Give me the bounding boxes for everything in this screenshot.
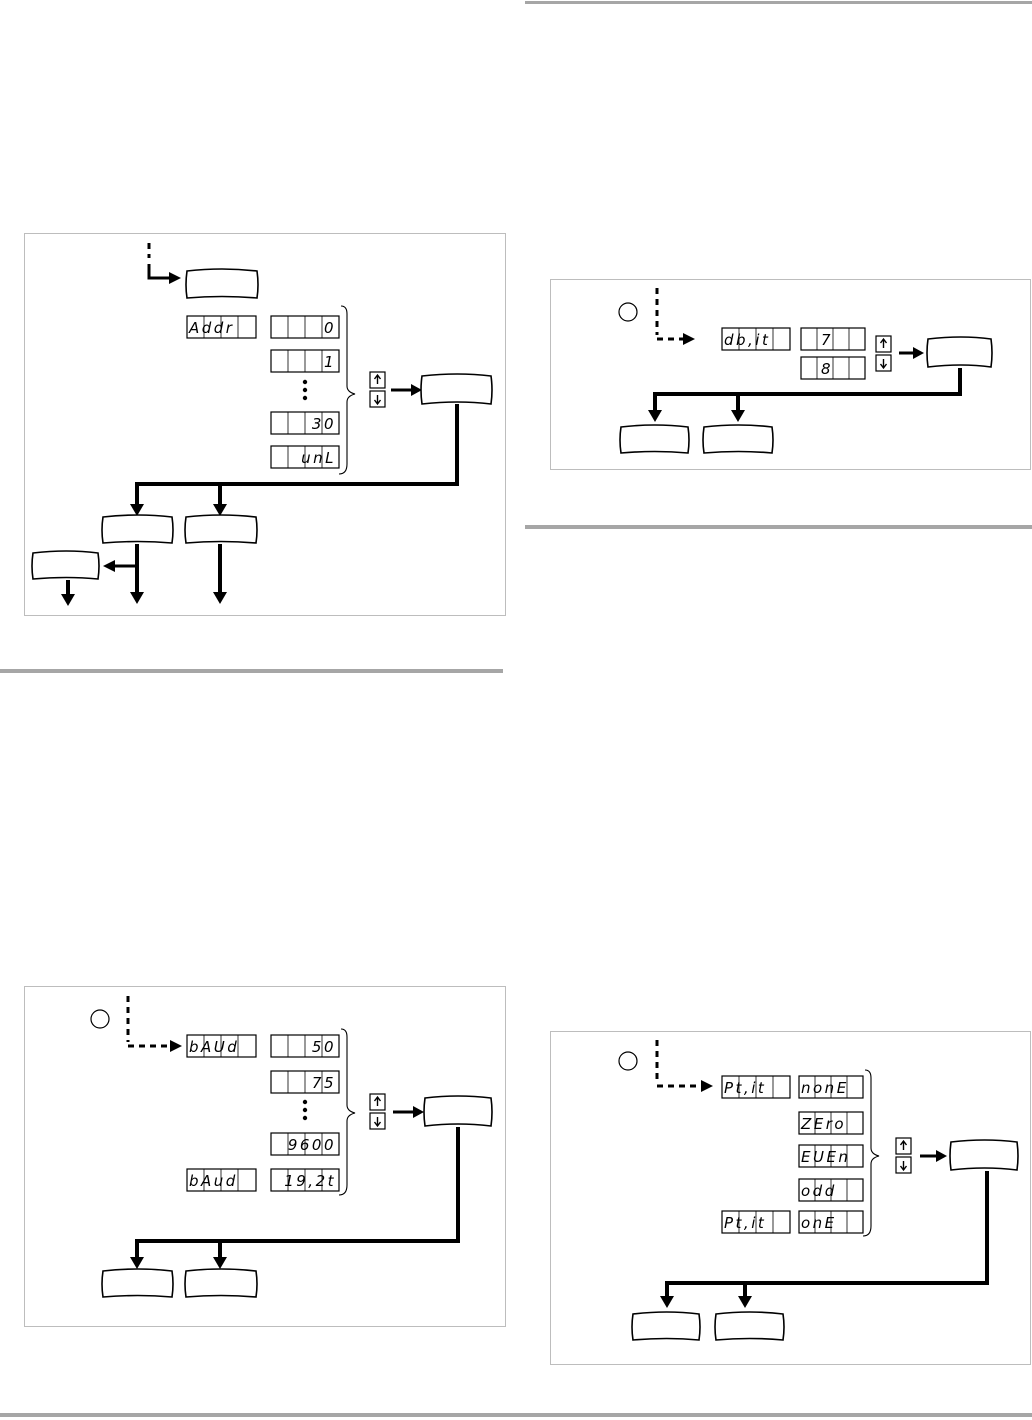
brace (338, 305, 356, 475)
dbit-value-7: 7 (821, 331, 833, 349)
return-flow (648, 368, 962, 422)
address-value-0-display: 0 (270, 315, 340, 339)
parity-value-even-display: EUEn (798, 1144, 864, 1168)
step-circle-icon (618, 1051, 638, 1071)
ptit-label-alt-display: Pt,it (721, 1210, 791, 1234)
up-down-arrow-keys-icon[interactable] (369, 371, 386, 408)
parity-menu-diagram: Pt,it nonE ZEro EUEn odd Pt,it (550, 1031, 1031, 1365)
baud-value-50-display: 50 (270, 1034, 340, 1058)
enter-key-button[interactable] (420, 373, 493, 405)
up-down-arrow-keys-icon[interactable] (875, 335, 892, 372)
baud-label-text: bAUd (189, 1038, 239, 1056)
parity-value-even: EUEn (801, 1148, 850, 1166)
ellipsis-icon (302, 1099, 308, 1121)
up-down-arrow-keys-icon[interactable] (369, 1093, 386, 1130)
menu-key-button[interactable] (185, 268, 259, 299)
return-flow (130, 1127, 460, 1269)
address-value-30: 30 (312, 415, 336, 433)
ellipsis-icon (302, 379, 308, 401)
data-bits-menu-diagram: db,it 7 8 (550, 279, 1031, 470)
return-flow (660, 1171, 989, 1308)
section-rule-left (0, 669, 503, 673)
baud-value-9600: 9600 (288, 1136, 336, 1154)
baud-value-19-2k-display: 19,2t (270, 1168, 340, 1192)
addr-label-display: Addr (186, 315, 257, 339)
baud-value-75: 75 (312, 1074, 336, 1092)
baud-label-alt-display: bAud (186, 1168, 257, 1192)
next-key-button-a[interactable] (101, 1268, 174, 1298)
parity-value-one: onE (801, 1214, 837, 1232)
address-value-unl: unL (301, 449, 336, 467)
enter-key-button[interactable] (423, 1095, 493, 1127)
parity-value-none-display: nonE (798, 1075, 864, 1099)
baud-rate-menu-diagram: bAUd 50 75 9600 bAud 19,2t (24, 986, 506, 1327)
top-rule-right (525, 1, 1032, 4)
bottom-rule (0, 1413, 1032, 1417)
address-value-unl-display: unL (270, 445, 340, 469)
parity-value-zero-display: ZEro (798, 1111, 864, 1135)
dbit-label-display: db,it (721, 327, 791, 351)
entry-arrow (126, 996, 182, 1052)
next-key-button-b[interactable] (184, 1268, 258, 1298)
next-key-button-b[interactable] (184, 514, 258, 544)
address-value-1: 1 (324, 353, 336, 371)
baud-label-alt-text: bAud (189, 1172, 238, 1190)
parity-value-zero: ZEro (800, 1115, 846, 1133)
baud-label-display: bAUd (186, 1034, 257, 1058)
dbit-label-text: db,it (724, 331, 770, 349)
address-value-30-display: 30 (270, 411, 340, 435)
entry-arrow (655, 1040, 713, 1092)
parity-value-one-display: onE (798, 1210, 864, 1234)
next-key-button-a[interactable] (619, 424, 690, 454)
baud-value-19-2k: 19,2t (284, 1172, 336, 1190)
brace (862, 1069, 880, 1237)
ptit-label-display: Pt,it (721, 1075, 791, 1099)
next-key-button-a[interactable] (631, 1311, 701, 1341)
dbit-value-8-display: 8 (800, 356, 866, 380)
next-key-button-b[interactable] (714, 1311, 785, 1341)
step-circle-icon (90, 1009, 110, 1029)
entry-arrow (655, 288, 695, 345)
step-circle-icon (618, 302, 638, 322)
dbit-value-7-display: 7 (800, 327, 866, 351)
baud-value-75-display: 75 (270, 1070, 340, 1094)
address-value-0: 0 (324, 319, 336, 337)
enter-key-button[interactable] (949, 1139, 1019, 1171)
address-menu-diagram: Addr 0 1 30 unL (24, 233, 506, 616)
up-down-arrow-keys-icon[interactable] (895, 1137, 912, 1174)
return-flow (130, 404, 459, 516)
baud-value-9600-display: 9600 (270, 1132, 340, 1156)
section-rule-right (525, 525, 1032, 529)
next-key-button-b[interactable] (702, 424, 774, 454)
next-key-button-a[interactable] (101, 514, 174, 544)
address-value-1-display: 1 (270, 349, 340, 373)
parity-value-odd: odd (801, 1182, 837, 1200)
baud-value-50: 50 (312, 1038, 336, 1056)
entry-arrow (147, 243, 181, 284)
parity-value-odd-display: odd (798, 1178, 864, 1202)
parity-value-none: nonE (801, 1079, 849, 1097)
sub-key-button[interactable] (31, 550, 100, 580)
addr-label-text: Addr (188, 319, 234, 337)
ptit-label-alt-text: Pt,it (724, 1214, 766, 1232)
dbit-value-8: 8 (821, 360, 833, 378)
enter-key-button[interactable] (926, 336, 993, 368)
brace (338, 1028, 356, 1196)
ptit-label-text: Pt,it (724, 1079, 766, 1097)
